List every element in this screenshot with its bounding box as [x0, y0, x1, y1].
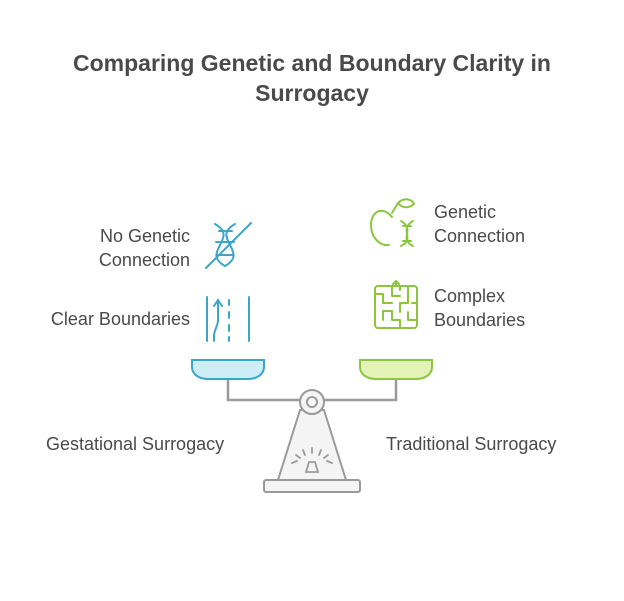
clear-boundaries-label: Clear Boundaries [50, 309, 190, 329]
traditional-surrogacy-label: Traditional Surrogacy [386, 434, 557, 454]
balance-scale [191, 359, 433, 493]
genetic-connection-label: Genetic Connection [434, 202, 526, 246]
no-dna-icon [205, 222, 252, 269]
parallel-paths-icon [206, 296, 250, 342]
title-line-2: Surrogacy [255, 80, 369, 106]
maze-icon [374, 280, 418, 329]
left-pan [191, 359, 265, 380]
no-genetic-connection-label: No Genetic Connection [98, 226, 190, 270]
page-title: Comparing Genetic and Boundary Clarity i… [0, 48, 624, 108]
apple-dna-icon [369, 198, 416, 247]
title-line-1: Comparing Genetic and Boundary Clarity i… [73, 50, 551, 76]
complex-boundaries-label: Complex Boundaries [434, 286, 526, 330]
gestational-surrogacy-label: Gestational Surrogacy [46, 434, 225, 454]
right-pan [359, 359, 433, 380]
